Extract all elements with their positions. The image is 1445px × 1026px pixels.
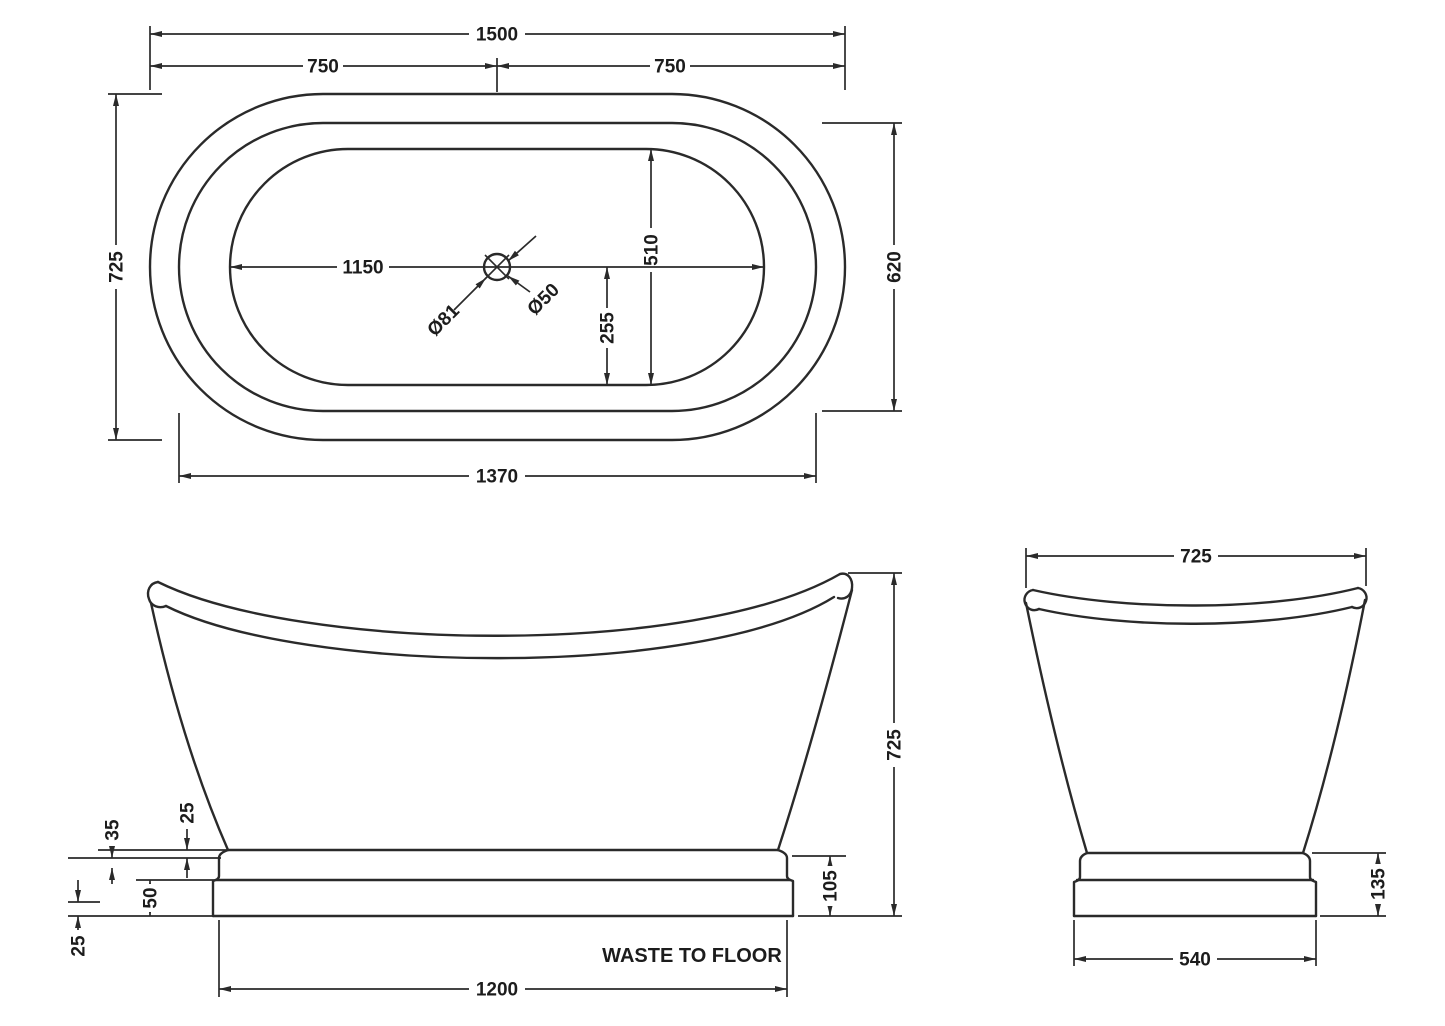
dim-front-lip-25: 25 [177,797,199,878]
dim-side-base-height: 135 [1312,852,1390,917]
dim-label-1150: 1150 [342,258,383,279]
dim-label-1500: 1500 [476,25,518,46]
side-right-side [1301,598,1367,855]
dim-label-620: 620 [885,251,906,283]
dim-label-side-725: 725 [1180,547,1212,568]
dim-front-base-length: 1200 [218,920,788,1001]
dim-label-510: 510 [642,234,663,266]
dim-plan-half-lengths: 750 750 [150,56,845,92]
dim-front-band-35: 35 [102,814,124,884]
dim-label-750-left: 750 [307,57,339,78]
dim-label-105: 105 [821,870,842,902]
front-right-side [776,588,854,852]
side-left-side [1024,601,1089,855]
drain-symbol: Ø81 Ø50 [424,235,564,341]
front-elevation: 25 35 50 25 [68,572,906,1001]
dim-front-height: 725 [798,572,906,917]
dim-label-25-upper: 25 [178,802,199,824]
dim-label-front-725: 725 [885,729,906,761]
dim-plan-overall-width: 725 [106,93,162,441]
front-base-left-molding [211,848,230,918]
dim-label-50: 50 [141,887,162,908]
dim-front-base-height: 105 [792,855,846,916]
front-rim-top-edge [156,572,842,637]
plan-middle-rim-outline [177,121,818,413]
plan-view: 1500 750 750 725 [106,24,906,488]
dim-front-floor-25: 25 [68,880,90,962]
dim-plan-overall-length: 1500 [149,24,846,90]
front-rim-left-cap [146,580,168,609]
dim-label-35: 35 [103,819,124,841]
plan-outer-rim-outline [148,92,847,442]
dim-plan-drain-offset: 255 [597,267,619,385]
dim-front-plinth-50: 50 [140,880,162,916]
front-rim-right-cap [836,572,854,600]
dim-side-width: 725 [1025,546,1367,588]
side-rim-inner-edge [1037,605,1354,625]
dim-side-base-width: 540 [1073,920,1317,971]
side-base-left-molding [1072,851,1089,918]
dim-label-1200: 1200 [476,980,518,1001]
dim-label-255: 255 [598,312,619,344]
dim-label-1370: 1370 [476,467,518,488]
dim-label-135: 135 [1369,868,1390,900]
dim-label-plan-725: 725 [107,251,128,283]
side-rim-top-edge [1031,586,1360,607]
waste-to-floor-note: WASTE TO FLOOR [602,945,782,967]
dim-plan-rim-width: 620 [822,122,906,412]
dim-plan-base-length: 1370 [178,413,817,488]
front-rim-inner-edge [164,595,836,660]
side-base-right-molding [1301,851,1318,918]
side-elevation: 725 135 540 [1023,546,1390,971]
dim-label-25-lower: 25 [69,935,90,957]
dim-label-540: 540 [1179,950,1211,971]
dim-label-drain-waste-dia: Ø50 [524,280,564,320]
front-left-side [149,601,230,852]
dim-label-750-right: 750 [654,57,686,78]
front-base-right-molding [776,848,795,918]
